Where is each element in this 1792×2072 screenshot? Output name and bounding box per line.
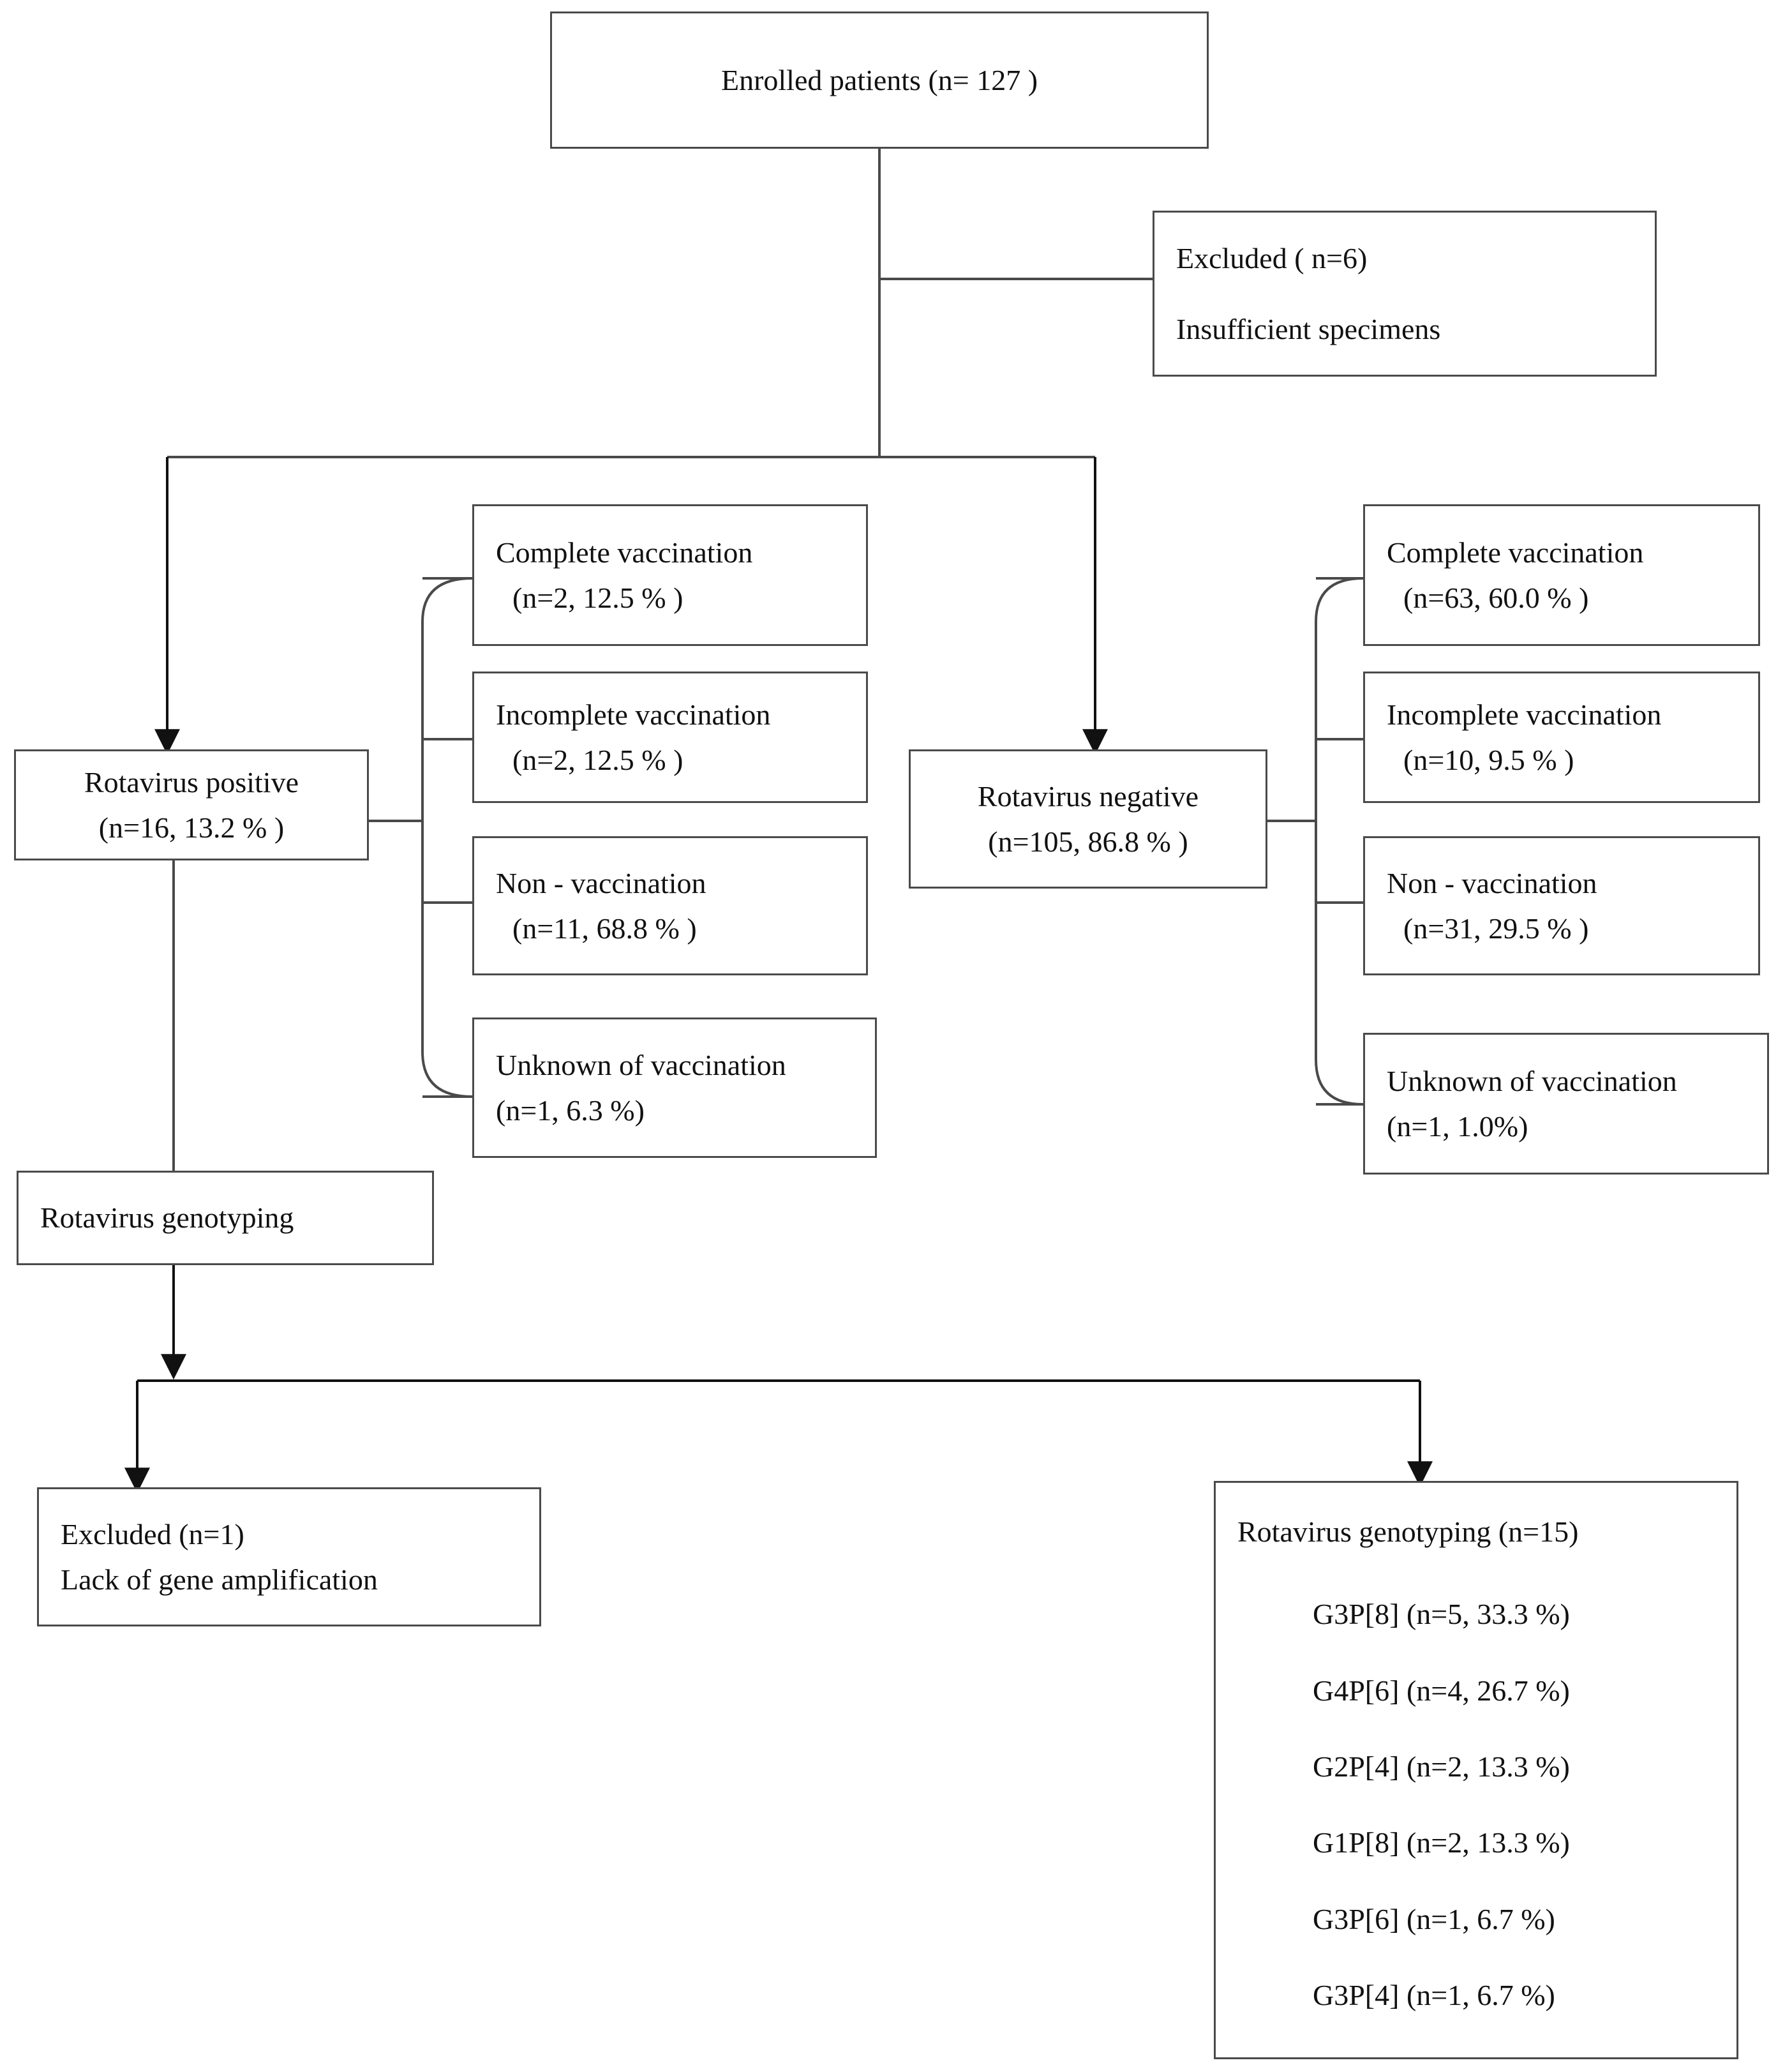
excluded-top-line2: Insufficient specimens — [1176, 313, 1441, 345]
node-positive-complete-vaccination[interactable]: Complete vaccination (n=2, 12.5 % ) — [472, 504, 868, 646]
node-negative-non-vaccination[interactable]: Non - vaccination (n=31, 29.5 % ) — [1363, 836, 1760, 975]
rv-positive-line2: (n=16, 13.2 % ) — [98, 811, 285, 844]
genotyping-step-label: Rotavirus genotyping — [40, 1201, 294, 1235]
pos-incomplete-line2: (n=2, 12.5 % ) — [512, 744, 683, 776]
node-negative-incomplete-vaccination[interactable]: Incomplete vaccination (n=10, 9.5 % ) — [1363, 672, 1760, 803]
node-rotavirus-negative[interactable]: Rotavirus negative (n=105, 86.8 % ) — [909, 749, 1267, 889]
neg-complete-line2: (n=63, 60.0 % ) — [1403, 582, 1589, 614]
rv-negative-line2: (n=105, 86.8 % ) — [988, 825, 1188, 858]
pos-complete-line2: (n=2, 12.5 % ) — [512, 582, 683, 614]
node-rotavirus-positive[interactable]: Rotavirus positive (n=16, 13.2 % ) — [14, 749, 369, 860]
pos-unknown-line2: (n=1, 6.3 %) — [496, 1094, 645, 1127]
pos-unknown-line1: Unknown of vaccination — [496, 1048, 786, 1081]
pos-incomplete-line1: Incomplete vaccination — [496, 698, 771, 731]
excluded-top-line1: Excluded ( n=6) — [1176, 241, 1368, 274]
genotype-row-g3p6: G3P[6] (n=1, 6.7 %) — [1313, 1902, 1555, 1935]
pos-complete-line1: Complete vaccination — [496, 536, 753, 569]
neg-complete-line1: Complete vaccination — [1387, 536, 1644, 569]
genotype-row-g3p8: G3P[8] (n=5, 33.3 %) — [1313, 1598, 1570, 1631]
genotype-row-g4p6: G4P[6] (n=4, 26.7 %) — [1313, 1674, 1570, 1707]
pos-non-line2: (n=11, 68.8 % ) — [512, 912, 697, 945]
neg-incomplete-line2: (n=10, 9.5 % ) — [1403, 744, 1574, 776]
genotype-row-g1p8: G1P[8] (n=2, 13.3 %) — [1313, 1826, 1570, 1859]
excluded-bottom-line2: Lack of gene amplification — [61, 1563, 378, 1596]
rv-negative-line1: Rotavirus negative — [977, 779, 1199, 813]
neg-non-line2: (n=31, 29.5 % ) — [1403, 912, 1589, 945]
pos-non-line1: Non - vaccination — [496, 866, 706, 899]
node-enrolled-patients[interactable]: Enrolled patients (n= 127 ) — [550, 11, 1209, 149]
node-excluded-lack-amplification[interactable]: Excluded (n=1) Lack of gene amplificatio… — [37, 1487, 541, 1626]
neg-unknown-line1: Unknown of vaccination — [1387, 1064, 1677, 1097]
node-positive-non-vaccination[interactable]: Non - vaccination (n=11, 68.8 % ) — [472, 836, 868, 975]
node-positive-unknown-vaccination[interactable]: Unknown of vaccination (n=1, 6.3 %) — [472, 1017, 877, 1158]
enrolled-label: Enrolled patients (n= 127 ) — [721, 63, 1038, 96]
node-genotyping-results[interactable]: Rotavirus genotyping (n=15) G3P[8] (n=5,… — [1214, 1481, 1738, 2059]
excluded-bottom-line1: Excluded (n=1) — [61, 1517, 244, 1550]
node-positive-incomplete-vaccination[interactable]: Incomplete vaccination (n=2, 12.5 % ) — [472, 672, 868, 803]
node-excluded-insufficient[interactable]: Excluded ( n=6) Insufficient specimens — [1153, 211, 1657, 377]
genotyping-results-title: Rotavirus genotyping (n=15) — [1237, 1515, 1579, 1548]
neg-unknown-line2: (n=1, 1.0%) — [1387, 1110, 1528, 1143]
node-negative-complete-vaccination[interactable]: Complete vaccination (n=63, 60.0 % ) — [1363, 504, 1760, 646]
node-negative-unknown-vaccination[interactable]: Unknown of vaccination (n=1, 1.0%) — [1363, 1033, 1769, 1175]
rv-positive-line1: Rotavirus positive — [84, 765, 299, 799]
brace-negative — [1315, 577, 1364, 1106]
neg-non-line1: Non - vaccination — [1387, 866, 1597, 899]
node-rotavirus-genotyping-step[interactable]: Rotavirus genotyping — [17, 1171, 434, 1265]
brace-positive — [421, 577, 473, 1098]
genotype-row-g3p4: G3P[4] (n=1, 6.7 %) — [1313, 1978, 1555, 2011]
genotype-row-g2p4: G2P[4] (n=2, 13.3 %) — [1313, 1750, 1570, 1783]
neg-incomplete-line1: Incomplete vaccination — [1387, 698, 1662, 731]
